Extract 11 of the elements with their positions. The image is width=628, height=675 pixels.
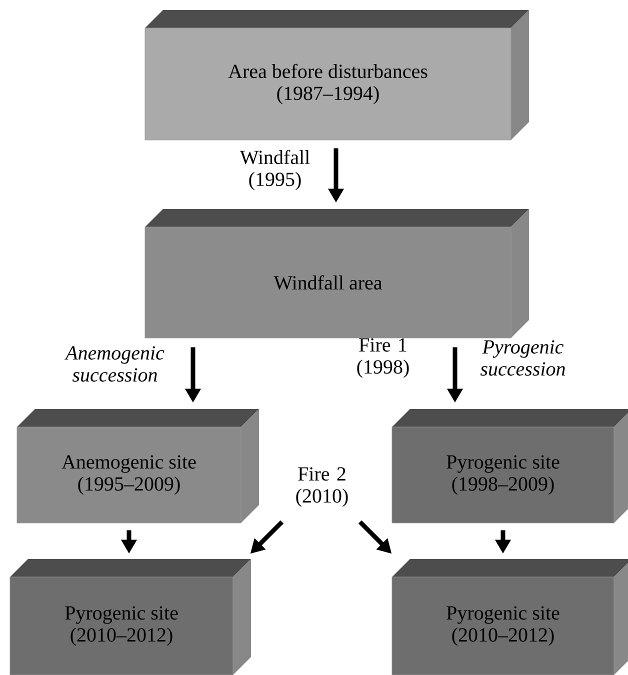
annotation-label: Pyrogenic succession bbox=[480, 340, 565, 376]
block-box: Pyrogenic site (1998–2009) bbox=[392, 409, 628, 524]
edge-label: Windfall (1995) bbox=[240, 150, 310, 190]
event-label: Fire 2 (2010) bbox=[296, 467, 348, 507]
block-box: Anemogenic site (1995–2009) bbox=[16, 409, 259, 524]
block-box: Pyrogenic site (2010–2012) bbox=[392, 559, 628, 675]
block-box: Pyrogenic site (2010–2012) bbox=[10, 559, 251, 675]
edge-label: Fire 1 (1998) bbox=[357, 338, 409, 378]
block-box: Windfall area bbox=[144, 209, 529, 338]
edge-label: Anemogenic succession bbox=[64, 346, 164, 382]
block-box: Area before disturbances (1987–1994) bbox=[144, 10, 529, 140]
